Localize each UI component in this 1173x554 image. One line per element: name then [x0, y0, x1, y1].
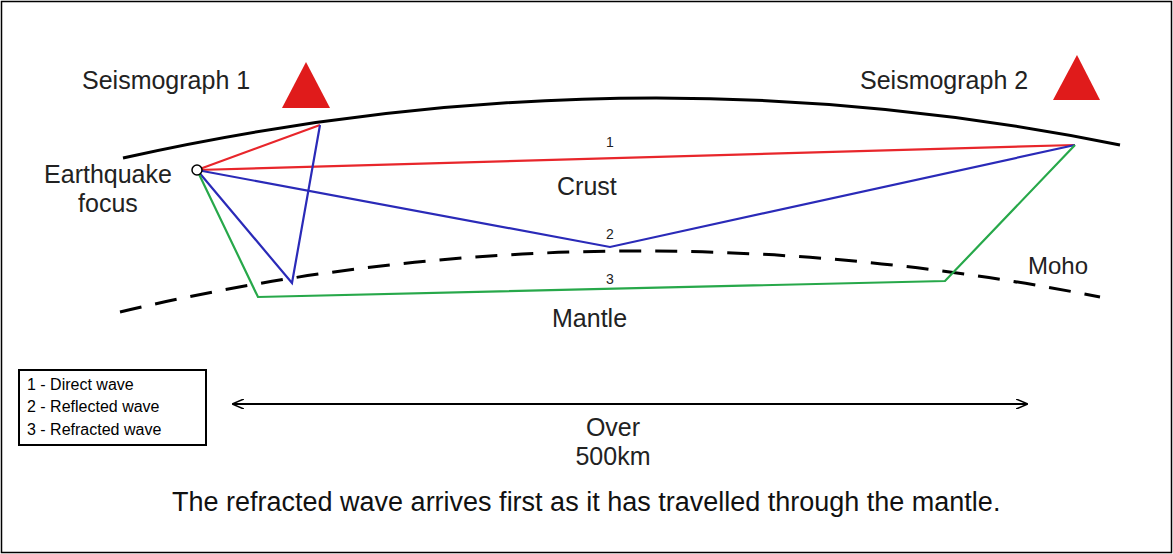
seismograph-symbol	[282, 62, 330, 108]
station-label: Seismograph 2	[860, 66, 1028, 95]
refracted-ray	[197, 145, 1075, 297]
reflected-ray	[197, 125, 320, 283]
station-label: Seismograph 1	[82, 66, 250, 95]
seismograph-symbol	[1053, 55, 1100, 100]
distance-label: Over 500km	[568, 413, 658, 471]
legend-text: 3 - Refracted wave	[27, 419, 198, 441]
boundary-label: Moho	[1028, 252, 1088, 280]
direct-ray	[197, 125, 320, 170]
direct-ray	[197, 145, 1075, 170]
layer-label: Mantle	[552, 304, 627, 333]
legend-text: 1 - Direct wave	[27, 374, 198, 396]
callout-number: 1	[604, 134, 616, 150]
legend-box: 1 - Direct wave2 - Reflected wave3 - Ref…	[18, 369, 207, 446]
reflected-ray	[197, 145, 1075, 247]
moho-boundary	[120, 251, 1100, 312]
caption-text: The refracted wave arrives first as it h…	[172, 487, 1000, 518]
earthquake-focus	[192, 165, 202, 175]
layer-label: Crust	[557, 172, 617, 201]
legend-text: 2 - Reflected wave	[27, 396, 198, 418]
distance-arrow	[233, 403, 1027, 405]
callout-number: 3	[604, 271, 616, 287]
focus-label: Earthquake focus	[33, 160, 183, 218]
callout-number: 2	[604, 226, 616, 242]
